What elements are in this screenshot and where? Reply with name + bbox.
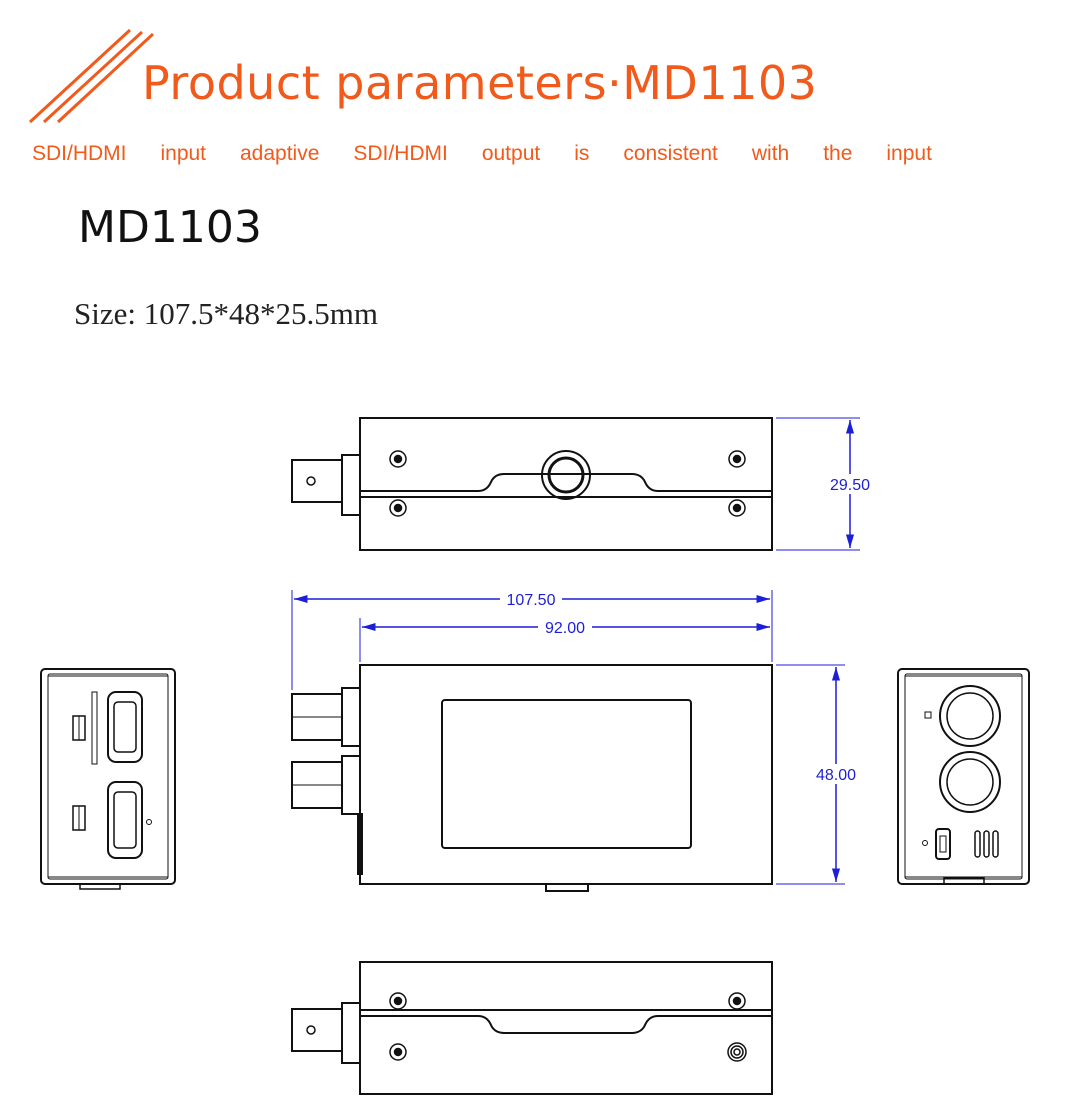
subtitle-word: with (751, 142, 790, 165)
height-label: 29.50 (830, 477, 870, 494)
subtitle-word: consistent (623, 142, 718, 165)
top-view (291, 417, 773, 551)
height-dimension: 29.50 (776, 417, 878, 551)
subtitle-word: input (160, 142, 207, 165)
slash-logo-icon (28, 28, 155, 124)
subtitle-word: the (823, 142, 853, 165)
body-length-dimension: 92.00 (359, 618, 770, 662)
subtitle-word: is (574, 142, 590, 165)
total-length-label: 107.50 (507, 592, 556, 609)
page-title: Product parameters·MD1103 (142, 56, 818, 110)
width-dimension: 48.00 (776, 664, 864, 885)
subtitle: SDI/HDMI input adaptive SDI/HDMI output … (32, 142, 932, 166)
front-view (291, 664, 773, 892)
subtitle-word: adaptive (239, 142, 320, 165)
bottom-view (291, 961, 773, 1095)
header: Product parameters·MD1103 (0, 0, 1080, 140)
body-length-label: 92.00 (545, 620, 585, 637)
subtitle-word: output (481, 142, 541, 165)
subtitle-word: input (886, 142, 932, 165)
subtitle-word: SDI/HDMI (353, 142, 448, 165)
length-dimension: 107.50 (291, 590, 773, 690)
right-side-view (897, 668, 1030, 885)
left-side-view (40, 668, 176, 890)
width-label: 48.00 (816, 767, 856, 784)
model-name: MD1103 (78, 202, 262, 253)
size-label: Size: 107.5*48*25.5mm (74, 296, 378, 331)
subtitle-word: SDI/HDMI (32, 142, 127, 165)
